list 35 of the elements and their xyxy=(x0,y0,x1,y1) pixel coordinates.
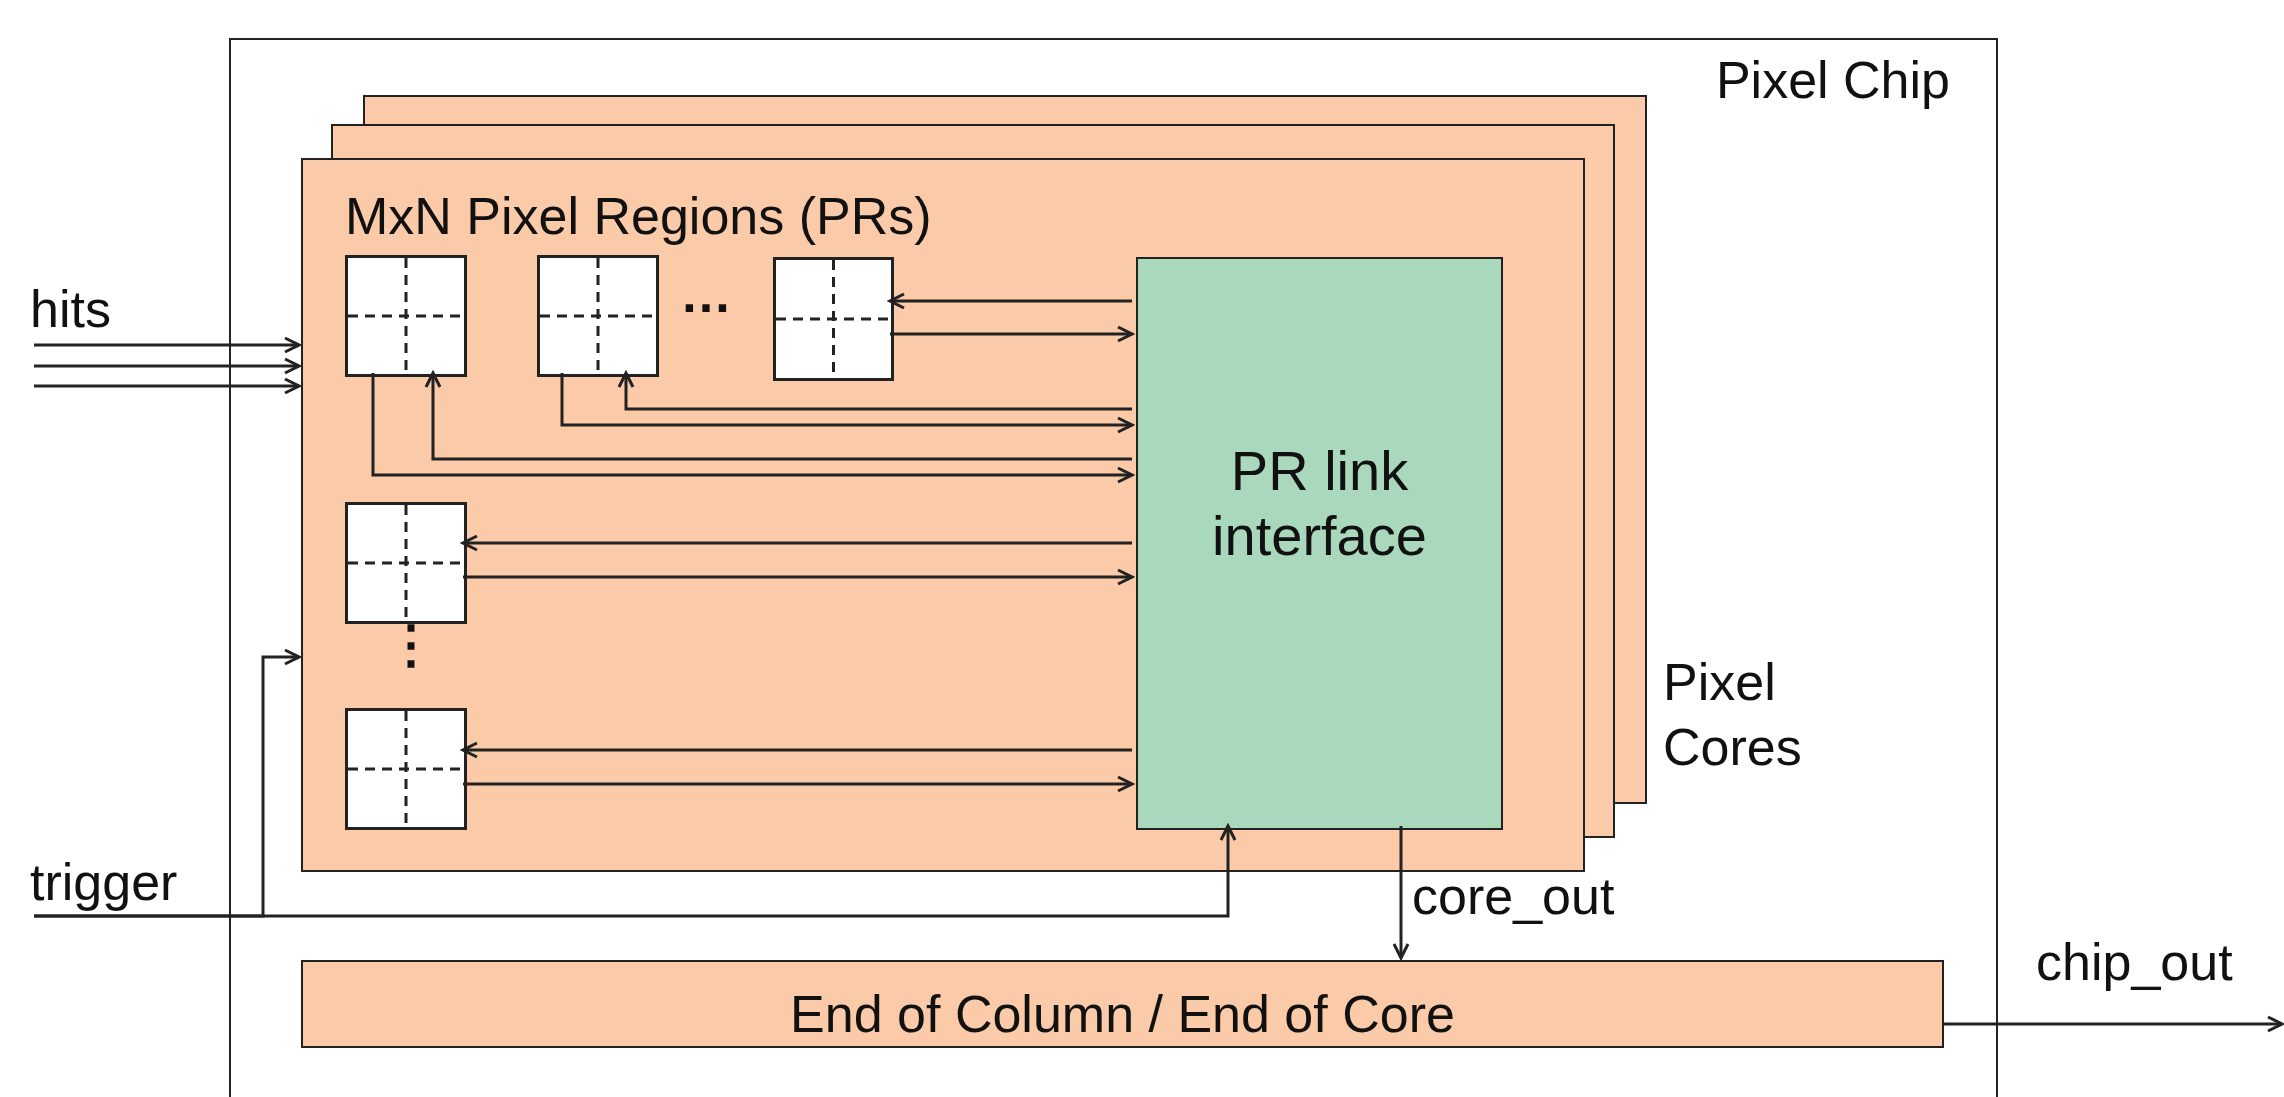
arrow xyxy=(424,371,1132,461)
pixel-region-box xyxy=(537,255,659,377)
arrow xyxy=(34,357,301,375)
arrow xyxy=(1392,826,1410,960)
pixel-region-box xyxy=(345,708,467,830)
arrow xyxy=(1942,1015,2284,1033)
arrow xyxy=(463,568,1134,586)
arrow xyxy=(888,292,1132,310)
panel-title: MxN Pixel Regions (PRs) xyxy=(345,187,932,245)
pixel-region-box xyxy=(345,255,467,377)
vertical-ellipsis-mark: ⋮ xyxy=(385,618,437,670)
ellipsis-mark: … xyxy=(680,268,732,320)
stack-caption: Pixel Cores xyxy=(1663,652,1803,778)
signal-label: trigger xyxy=(30,853,178,911)
edge-label: core_out xyxy=(1412,870,1615,922)
pixel-region-box xyxy=(345,502,467,624)
signal-label: hits xyxy=(30,280,111,338)
arrow xyxy=(560,373,1134,434)
block-label: PR link interface xyxy=(1211,439,1428,568)
arrow xyxy=(34,824,1237,918)
chip-title: Pixel Chip xyxy=(1715,51,1950,109)
arrow xyxy=(463,775,1134,793)
chip-outline xyxy=(229,38,1998,1097)
arrow xyxy=(34,377,301,395)
arrow xyxy=(34,336,301,354)
pixel-core-panel xyxy=(301,158,1585,872)
arrow xyxy=(890,325,1134,343)
arrow xyxy=(461,534,1132,552)
arrow xyxy=(371,373,1134,484)
interface-block xyxy=(1136,257,1503,830)
block-label: End of Column / End of Core xyxy=(790,985,1455,1043)
pixel-region-box xyxy=(773,257,894,381)
arrow xyxy=(617,371,1132,411)
arrow xyxy=(461,741,1132,759)
end-of-column-block xyxy=(301,960,1944,1048)
